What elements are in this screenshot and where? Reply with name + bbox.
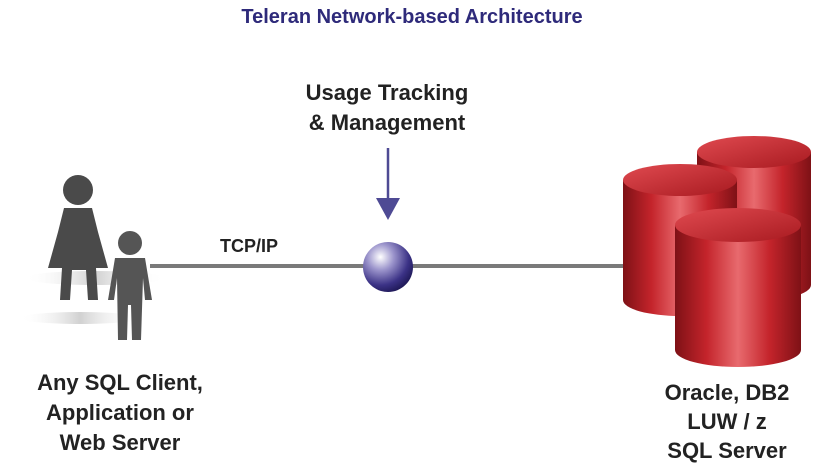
diagram-title: Teleran Network-based Architecture — [241, 6, 583, 28]
client-label-line: Any SQL Client, — [37, 370, 203, 395]
usage-tracking-label: Usage Tracking & Management — [282, 78, 492, 138]
database-icon — [623, 136, 811, 367]
server-label-line: LUW / z — [687, 409, 767, 434]
person-icon — [20, 175, 165, 340]
usage-label-line: Usage Tracking — [305, 80, 469, 105]
server-label-line: SQL Server — [667, 438, 787, 463]
client-label-line: Web Server — [59, 430, 181, 455]
client-label: Any SQL Client, Application or Web Serve… — [20, 368, 220, 458]
arrow-down-icon — [376, 148, 400, 220]
node-sphere-icon — [363, 242, 413, 292]
tcp-ip-label: TCP/IP — [220, 236, 279, 256]
client-label-line: Application or — [46, 400, 194, 425]
usage-label-line: & Management — [308, 110, 466, 135]
server-label: Oracle, DB2 LUW / z SQL Server — [632, 378, 822, 465]
server-label-line: Oracle, DB2 — [664, 380, 790, 405]
